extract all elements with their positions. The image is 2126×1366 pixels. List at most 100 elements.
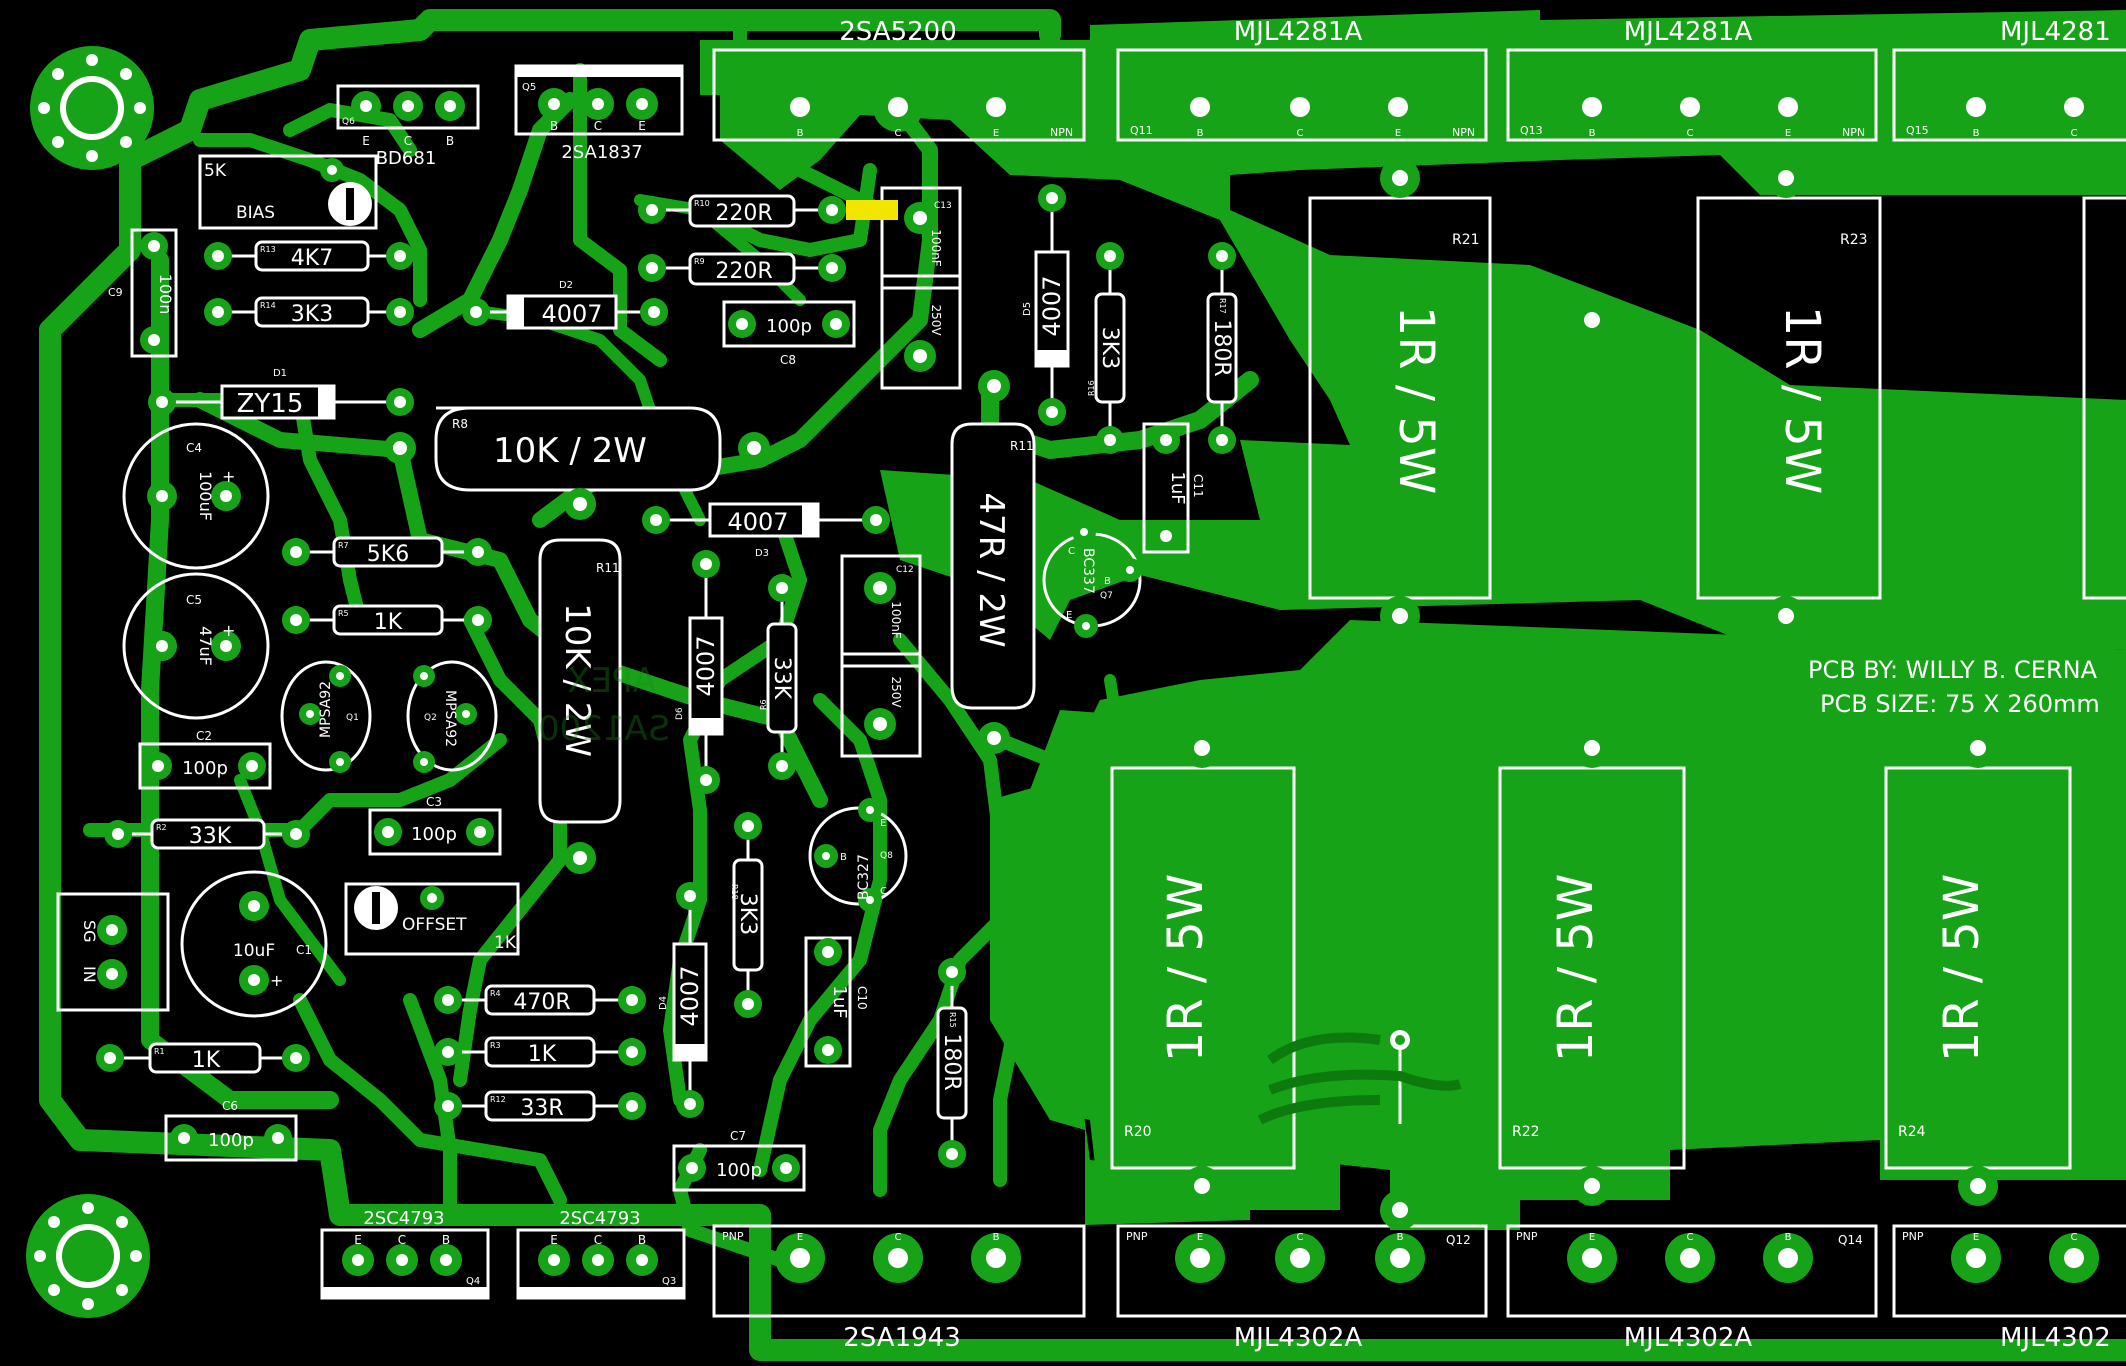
transistor-q5: Q5 B C E 2SA1837 xyxy=(514,64,684,163)
value-label: 100p xyxy=(208,1130,254,1151)
pin-label: E xyxy=(354,1233,362,1247)
resistor-r11-47r: R11 47R / 2W xyxy=(950,370,1036,754)
value-label: 3K3 xyxy=(735,893,760,935)
value-label: 33K xyxy=(769,657,794,700)
bottom-transistor-2: PNP E C B Q12 MJL4302A xyxy=(1116,1224,1488,1353)
ref-label: Q4 xyxy=(466,1276,480,1287)
part-label: MJL4281 xyxy=(2000,17,2111,47)
resistor-r5: R5 1K xyxy=(282,604,492,636)
pin-label: E xyxy=(638,119,646,133)
ref-label: C3 xyxy=(426,795,442,809)
resistor-r1: R1 1K xyxy=(96,1042,310,1074)
ref-label: Q14 xyxy=(1838,1233,1863,1247)
value-label: 3K3 xyxy=(1097,327,1122,369)
transistor-q8: BC327 E B C Q8 xyxy=(808,798,908,912)
power-resistor-r24: R24 1R / 5W xyxy=(1884,728,2072,1206)
pin-label: C xyxy=(404,134,412,148)
part-label: MJL4302A xyxy=(1624,1323,1753,1353)
mounting-hole-top xyxy=(30,46,154,170)
ref-label: D6 xyxy=(675,707,685,720)
ref-label: D5 xyxy=(1022,302,1033,316)
credits-line-1: PCB BY: WILLY B. CERNA xyxy=(1808,656,2098,684)
part-label: BC327 xyxy=(856,854,872,900)
value-label: 47R / 2W xyxy=(971,492,1011,647)
part-label: 2SC4793 xyxy=(363,1208,444,1229)
type-label: PNP xyxy=(1516,1230,1538,1243)
value-label: 47uF xyxy=(196,626,215,666)
ref-label: Q5 xyxy=(522,82,536,93)
resistor-r18: R18 3K3 xyxy=(730,812,764,1018)
ref-label: C13 xyxy=(934,201,952,211)
ref-label: R22 xyxy=(1512,1124,1540,1140)
pin-label: C xyxy=(895,1232,902,1243)
value-label: 180R xyxy=(1209,319,1234,376)
value-label: 5K6 xyxy=(367,542,409,567)
value-label: 1K xyxy=(192,1048,221,1073)
resistor-r6: R6 33K xyxy=(759,574,798,780)
value-label: 100p xyxy=(182,758,228,779)
ref-label: C12 xyxy=(896,565,914,575)
pin-label: C xyxy=(398,1233,406,1247)
top-transistor-4: MJL4281 Q15 B C xyxy=(1892,17,2126,142)
pin-label: E xyxy=(880,818,886,829)
pin-label: B xyxy=(1104,576,1111,587)
bottom-transistor-1: PNP E C B 2SA1943 xyxy=(712,1224,1086,1353)
value-label: 1R / 5W xyxy=(1548,874,1604,1063)
resistor-r10: R10 220R xyxy=(638,194,846,228)
value-label: 220R xyxy=(715,201,772,226)
pin-label: C xyxy=(594,119,602,133)
ref-label: Q6 xyxy=(342,117,355,127)
pin-label: B xyxy=(442,1233,450,1247)
ref-label: R14 xyxy=(260,301,276,310)
ref-label: R9 xyxy=(694,257,705,266)
plus-symbol: + xyxy=(222,621,235,640)
ref-label: Q8 xyxy=(880,851,893,861)
value-label: 100p xyxy=(411,824,457,845)
part-label: MJL4302A xyxy=(1234,1323,1363,1353)
transistor-q7: BC337 C B E Q7 xyxy=(1042,520,1142,638)
pin-label: C xyxy=(1068,546,1075,557)
value-label: 100p xyxy=(716,1160,762,1181)
ref-label: R1 xyxy=(154,1047,165,1056)
ref-label: R6 xyxy=(759,699,768,710)
value-label: 1R / 5W xyxy=(1934,874,1990,1063)
ref-label: R2 xyxy=(156,823,167,832)
credits-block: PCB BY: WILLY B. CERNA PCB SIZE: 75 X 26… xyxy=(1808,656,2100,718)
pin-label: C xyxy=(880,886,887,897)
transistor-q1: MPSA92 Q1 xyxy=(280,660,372,773)
value-label: 180R xyxy=(939,1033,964,1090)
part-label: BD681 xyxy=(376,148,437,169)
value-label: 1R / 5W xyxy=(1774,306,1830,495)
type-label: NPN xyxy=(1050,126,1073,139)
value-label: 3K3 xyxy=(291,302,333,327)
part-label: 2SA1837 xyxy=(561,142,642,163)
type-label: PNP xyxy=(1126,1230,1148,1243)
watermark-bottom: SA1200 xyxy=(538,709,670,749)
ref-label: C6 xyxy=(222,1099,238,1113)
capacitor-c1: 10uF C1 + xyxy=(180,870,328,1018)
ref-label: Q2 xyxy=(424,713,437,723)
power-resistor-r22: R22 1R / 5W xyxy=(1498,728,1686,1206)
pin-label: E xyxy=(1395,128,1401,139)
part-label: MPSA92 xyxy=(318,681,334,738)
ref-label: R12 xyxy=(490,1095,506,1104)
resistor-r11-10k: R11 10K / 2W xyxy=(538,488,622,874)
ref-label: R11 xyxy=(1010,439,1034,453)
part-label: MJL4281A xyxy=(1234,17,1363,47)
pin-label: B xyxy=(1197,128,1204,139)
value-label: 100uF xyxy=(196,471,215,521)
pin-label: E xyxy=(1973,1232,1979,1243)
value-label: 1uF xyxy=(829,985,850,1018)
transistor-q4: 2SC4793 E C B Q4 xyxy=(320,1208,490,1300)
capacitor-c3: C3 100p xyxy=(368,795,502,856)
resistor-r3: R3 1K xyxy=(434,1036,646,1068)
trimmer-value: 5K xyxy=(204,161,227,181)
pin-label: B xyxy=(797,128,804,139)
ref-label: C5 xyxy=(186,593,202,607)
pin-label: E xyxy=(993,128,999,139)
part-label: MJL4302 xyxy=(2000,1323,2111,1353)
capacitor-c10: 1uF C10 xyxy=(804,936,869,1068)
ref-label: R20 xyxy=(1124,1124,1152,1140)
pin-label: C xyxy=(895,128,902,139)
part-label: BC337 xyxy=(1080,548,1096,594)
